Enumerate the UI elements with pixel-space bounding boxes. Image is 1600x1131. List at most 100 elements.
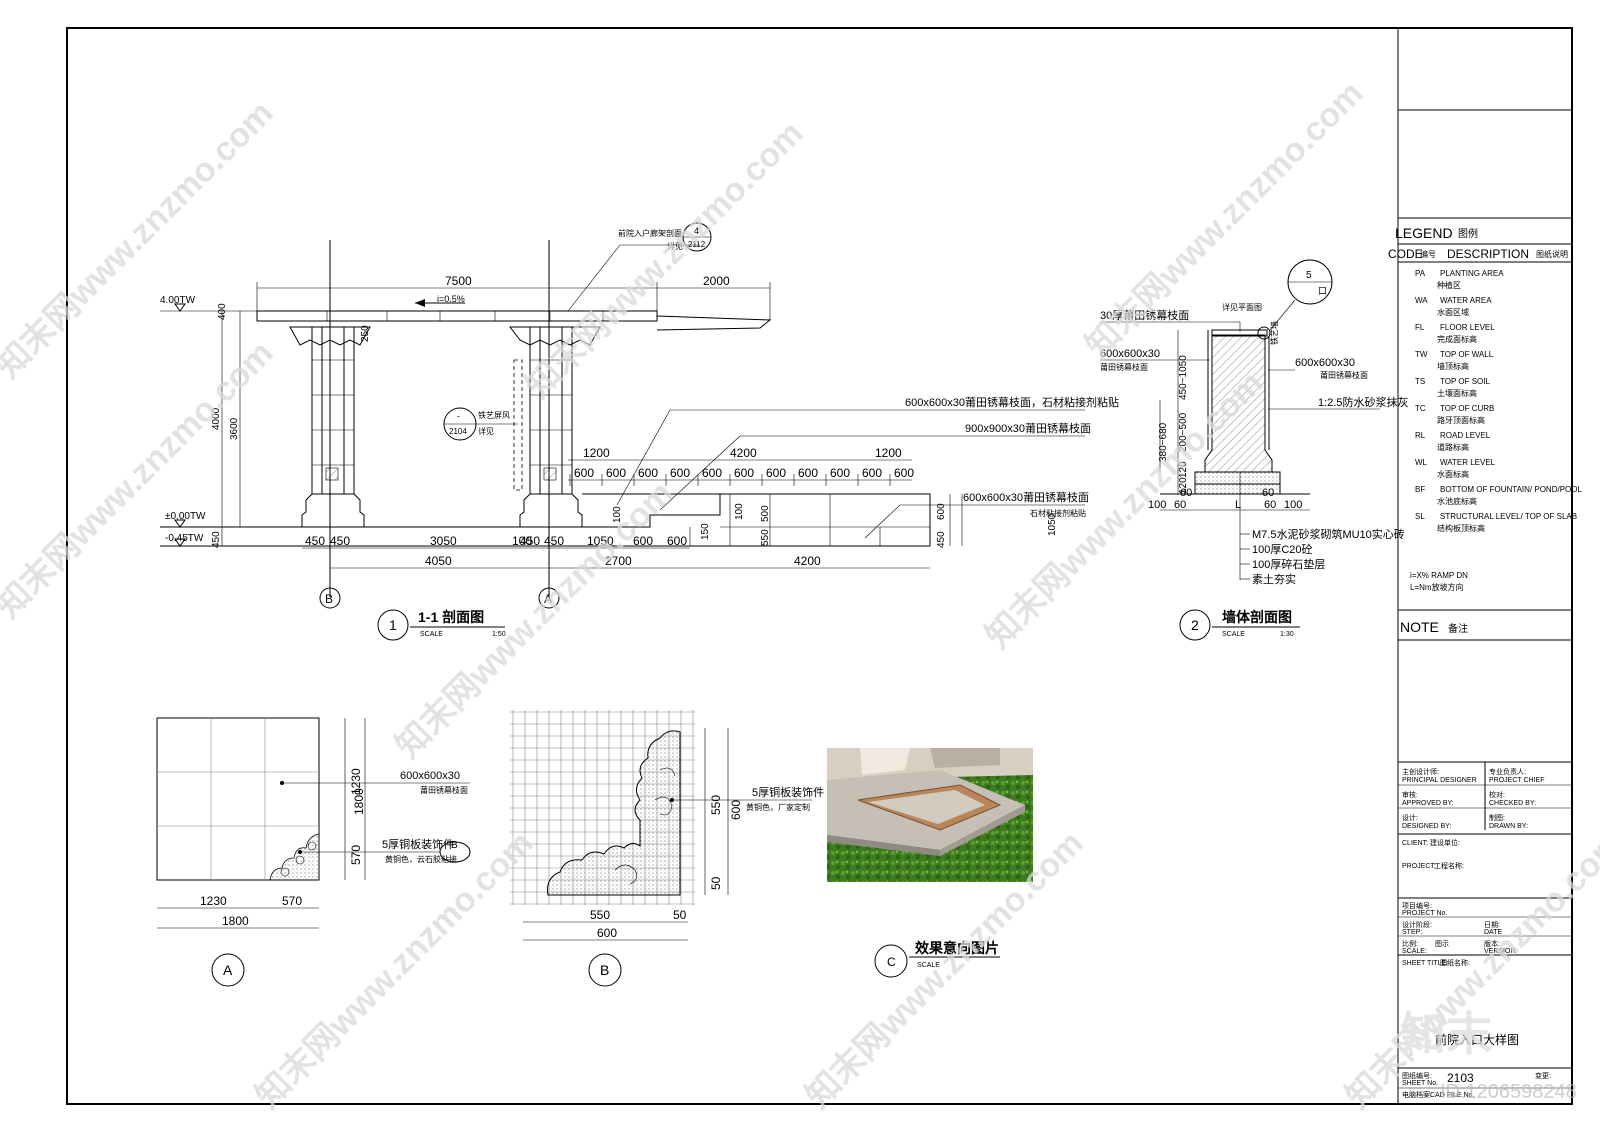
dim-600-10: 600 <box>894 466 914 480</box>
tb-client-en: CLIENT: <box>1402 840 1428 847</box>
wall-dim-b4: 60 <box>1264 499 1276 511</box>
wall-layer-3: 素土夯实 <box>1252 572 1296 586</box>
section11-scale: 1:50 <box>492 631 506 638</box>
level-zero: ±0.00TW <box>165 511 206 522</box>
note-3b: 石材粘接剂粘贴 <box>1030 508 1086 518</box>
wall-section: 5 口 30厚莆田锈幕枝面 详见平面图 600x600x30 莆田锈幕枝面 60… <box>1100 259 1408 641</box>
detA-dim-r2: 570 <box>349 845 363 865</box>
detA-label: A <box>223 962 233 978</box>
dim-600-0: 600 <box>574 466 594 480</box>
wall-dim-5: 120 <box>1178 477 1189 494</box>
legend-description: DESCRIPTION <box>1447 247 1529 261</box>
legend-en-9: STRUCTURAL LEVEL/ TOP OF SLAB <box>1440 512 1577 521</box>
tb-cad-cn: 电脑档案: <box>1402 1090 1432 1099</box>
dim-600-8: 600 <box>830 466 850 480</box>
tb-sheet-no: 2103 <box>1447 1071 1474 1085</box>
wall-scale-label: SCALE <box>1222 631 1245 638</box>
legend-code-3: TW <box>1415 350 1428 359</box>
dim-3600: 3600 <box>229 417 240 440</box>
tb-sheettitle-cn: 图纸名称: <box>1440 958 1470 967</box>
wall-note-3b: 莆田锈幕枝面 <box>1320 370 1368 380</box>
wall-title-num: 2 <box>1191 617 1199 633</box>
axis-b: B <box>325 592 333 606</box>
tb-sheet-name: 前院入口大样图 <box>1435 1032 1519 1047</box>
tb-cad-en: CAD FILE No. <box>1430 1092 1474 1099</box>
legend-code-9: SL <box>1415 512 1425 521</box>
dim-4200b: 4200 <box>794 554 821 568</box>
wall-note-4: 1:2.5防水砂浆抹灰 <box>1318 395 1408 409</box>
wall-title: 墙体剖面图 <box>1222 609 1292 625</box>
legend-code-1: WA <box>1415 296 1428 305</box>
dim-2700: 2700 <box>605 554 632 568</box>
tb-sheettitle-en: SHEET TITLE: <box>1402 960 1448 967</box>
tb-sheetno-en: SHEET No. <box>1402 1080 1438 1087</box>
dim-100m2: 100 <box>734 503 745 520</box>
detB-dim-b3: 600 <box>597 926 617 940</box>
legend-en-8: BOTTOM OF FOUNTAIN/ POND/POOL <box>1440 485 1582 494</box>
dim-450: 450 <box>211 531 222 548</box>
tb-version-en: VERSION <box>1484 948 1516 955</box>
detA-note2a: 5厚铜板装饰件 <box>382 837 454 851</box>
dim-600-4: 600 <box>702 466 722 480</box>
bottom-dim-0: 450 <box>305 534 325 548</box>
legend-ramp1: i=X% RAMP DN <box>1410 571 1468 580</box>
callout-top-detail: 详见 <box>667 241 683 251</box>
legend-en-0: PLANTING AREA <box>1440 269 1504 278</box>
bottom-dim-3: 100 <box>512 534 532 548</box>
legend-ramp2: L=Nm放坡方向 <box>1410 582 1464 592</box>
legend-cn-6: 道路标高 <box>1437 442 1469 452</box>
axis-a: A <box>544 592 552 606</box>
wall-dim-3: 200~500 <box>1178 412 1189 452</box>
dim-400: 400 <box>217 303 228 320</box>
detB-dim-r3: 600 <box>729 800 743 820</box>
legend-cn-8: 水池底标高 <box>1437 496 1477 506</box>
legend-cn-9: 结构板顶标高 <box>1437 523 1485 533</box>
detA-note1b: 莆田锈幕枝面 <box>420 785 468 795</box>
legend-en-7: WATER LEVEL <box>1440 458 1496 467</box>
legend-en-3: TOP OF WALL <box>1440 350 1494 359</box>
legend-en-5: TOP OF CURB <box>1440 404 1494 413</box>
detA-note1a: 600x600x30 <box>400 770 460 782</box>
legend-cn-4: 土壤面标高 <box>1437 388 1477 398</box>
column-left <box>289 240 371 597</box>
dim-150m: 150 <box>700 523 711 540</box>
step-dim-1200b: 1200 <box>875 446 902 460</box>
detB-label: B <box>600 962 609 978</box>
tb-approved-en: APPROVED BY: <box>1402 800 1454 807</box>
dim-7500: 7500 <box>445 274 472 288</box>
dim-4000: 4000 <box>211 407 222 430</box>
detB-dim-r1: 550 <box>709 795 723 815</box>
tb-sheetno-cn: 图纸编号: <box>1402 1071 1432 1080</box>
legend-en-2: FLOOR LEVEL <box>1440 323 1495 332</box>
detA-note2b: 黄铜色，云石胶粘接 <box>385 854 457 864</box>
watermark-3: 知末网www.znzmo.com <box>519 114 811 406</box>
note-title: NOTE <box>1400 619 1439 635</box>
detB-dim-b2: 50 <box>673 908 687 922</box>
tb-date-cn: 日期: <box>1484 921 1500 929</box>
detB-dim-b1: 550 <box>590 908 610 922</box>
sheet-border <box>66 27 1573 1105</box>
wall-dim-b3: L <box>1235 499 1241 511</box>
dim-2000: 2000 <box>703 274 730 288</box>
tb-checked-en: CHECKED BY: <box>1489 800 1536 807</box>
wall-dim-2: 380~680 <box>1158 422 1169 462</box>
dim-600-9: 600 <box>862 466 882 480</box>
wall-note-side: 铁艺墙 <box>1269 321 1279 345</box>
bottom-dim-4: 450 <box>520 534 540 548</box>
legend-code-7: WL <box>1415 458 1428 467</box>
wall-dim-60b: 60 <box>1262 487 1274 499</box>
detB-note-b: 黄铜色，厂家定制 <box>746 802 810 812</box>
rendering-photo <box>827 748 1033 882</box>
bottom-dim-7: 600 <box>633 534 653 548</box>
watermark-id: ID:1206598248 <box>1440 1081 1577 1103</box>
dim-4050: 4050 <box>425 554 452 568</box>
legend-code-8: BF <box>1415 485 1425 494</box>
detB-note-a: 5厚铜板装饰件 <box>752 785 824 799</box>
legend-code-6: RL <box>1415 431 1426 440</box>
legend-cn-0: 种植区 <box>1437 280 1461 290</box>
tb-designed-cn: 设计: <box>1402 813 1418 822</box>
